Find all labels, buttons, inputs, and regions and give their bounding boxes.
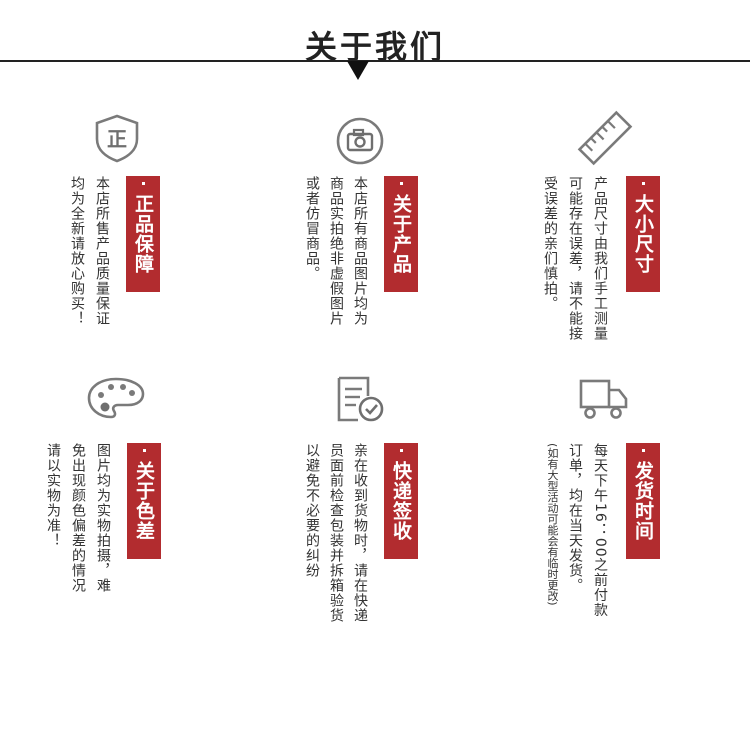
badge-label: 正品保障 [132, 194, 154, 274]
feature-text-line: 员面前检查包装并拆箱验货 [328, 443, 344, 623]
camera-icon [335, 116, 385, 166]
feature-text-line: 或者仿冒商品。 [304, 176, 320, 281]
feature-text-line: 商品实拍绝非虚假图片 [328, 176, 344, 326]
feature-text-line: 请以实物为准！ [45, 443, 61, 548]
badge-dot [641, 182, 645, 185]
header-divider [0, 60, 750, 62]
feature-text-line: 本店所有商品图片均为 [352, 176, 368, 326]
badge-dot [399, 182, 403, 185]
feature-text-line: 订单，均在当天发货。 [567, 443, 583, 593]
feature-text-line: 每天下午16：00之前付款 [592, 443, 608, 618]
badge-size: 大小尺寸 [626, 176, 660, 292]
feature-text-line: 可能存在误差，请不能接 [567, 176, 583, 341]
badge-delivery-signing: 快递签收 [384, 443, 418, 559]
palette-icon [86, 376, 146, 420]
shield-zheng-icon: 正 [92, 113, 142, 163]
feature-text-line: 图片均为实物拍摄，难 [95, 443, 111, 593]
feature-text-line: 产品尺寸由我们手工测量 [592, 176, 608, 341]
feature-text-line: 均为全新请放心购买！ [69, 176, 85, 326]
feature-text-line: 受误差的亲们慎拍。 [542, 176, 558, 311]
header-arrow-icon [347, 61, 369, 80]
feature-text-line: 以避免不必要的纠纷 [304, 443, 320, 578]
badge-quality-guarantee: 正品保障 [126, 176, 160, 292]
badge-dot [641, 449, 645, 452]
badge-about-products: 关于产品 [384, 176, 418, 292]
badge-label: 大小尺寸 [632, 194, 654, 274]
badge-dot [141, 182, 145, 185]
feature-text-line: 免出现颜色偏差的情况 [70, 443, 86, 593]
badge-dot [399, 449, 403, 452]
page-title: 关于我们 [304, 28, 445, 66]
badge-label: 发货时间 [632, 461, 654, 541]
shield-text: 正 [107, 127, 127, 151]
badge-label: 关于产品 [390, 194, 412, 274]
badge-shipping-time: 发货时间 [626, 443, 660, 559]
badge-dot [142, 449, 146, 452]
truck-icon [578, 377, 630, 421]
feature-text-line: 亲在收到货物时，请在快递 [352, 443, 368, 623]
ruler-icon [576, 109, 634, 167]
feature-note: (如有大型活动可能会有临时更改) [546, 443, 559, 606]
badge-color-difference: 关于色差 [127, 443, 161, 559]
document-check-icon [334, 374, 386, 426]
feature-text-line: 本店所售产品质量保证 [94, 176, 110, 326]
badge-label: 关于色差 [133, 461, 155, 541]
badge-label: 快递签收 [390, 461, 412, 541]
